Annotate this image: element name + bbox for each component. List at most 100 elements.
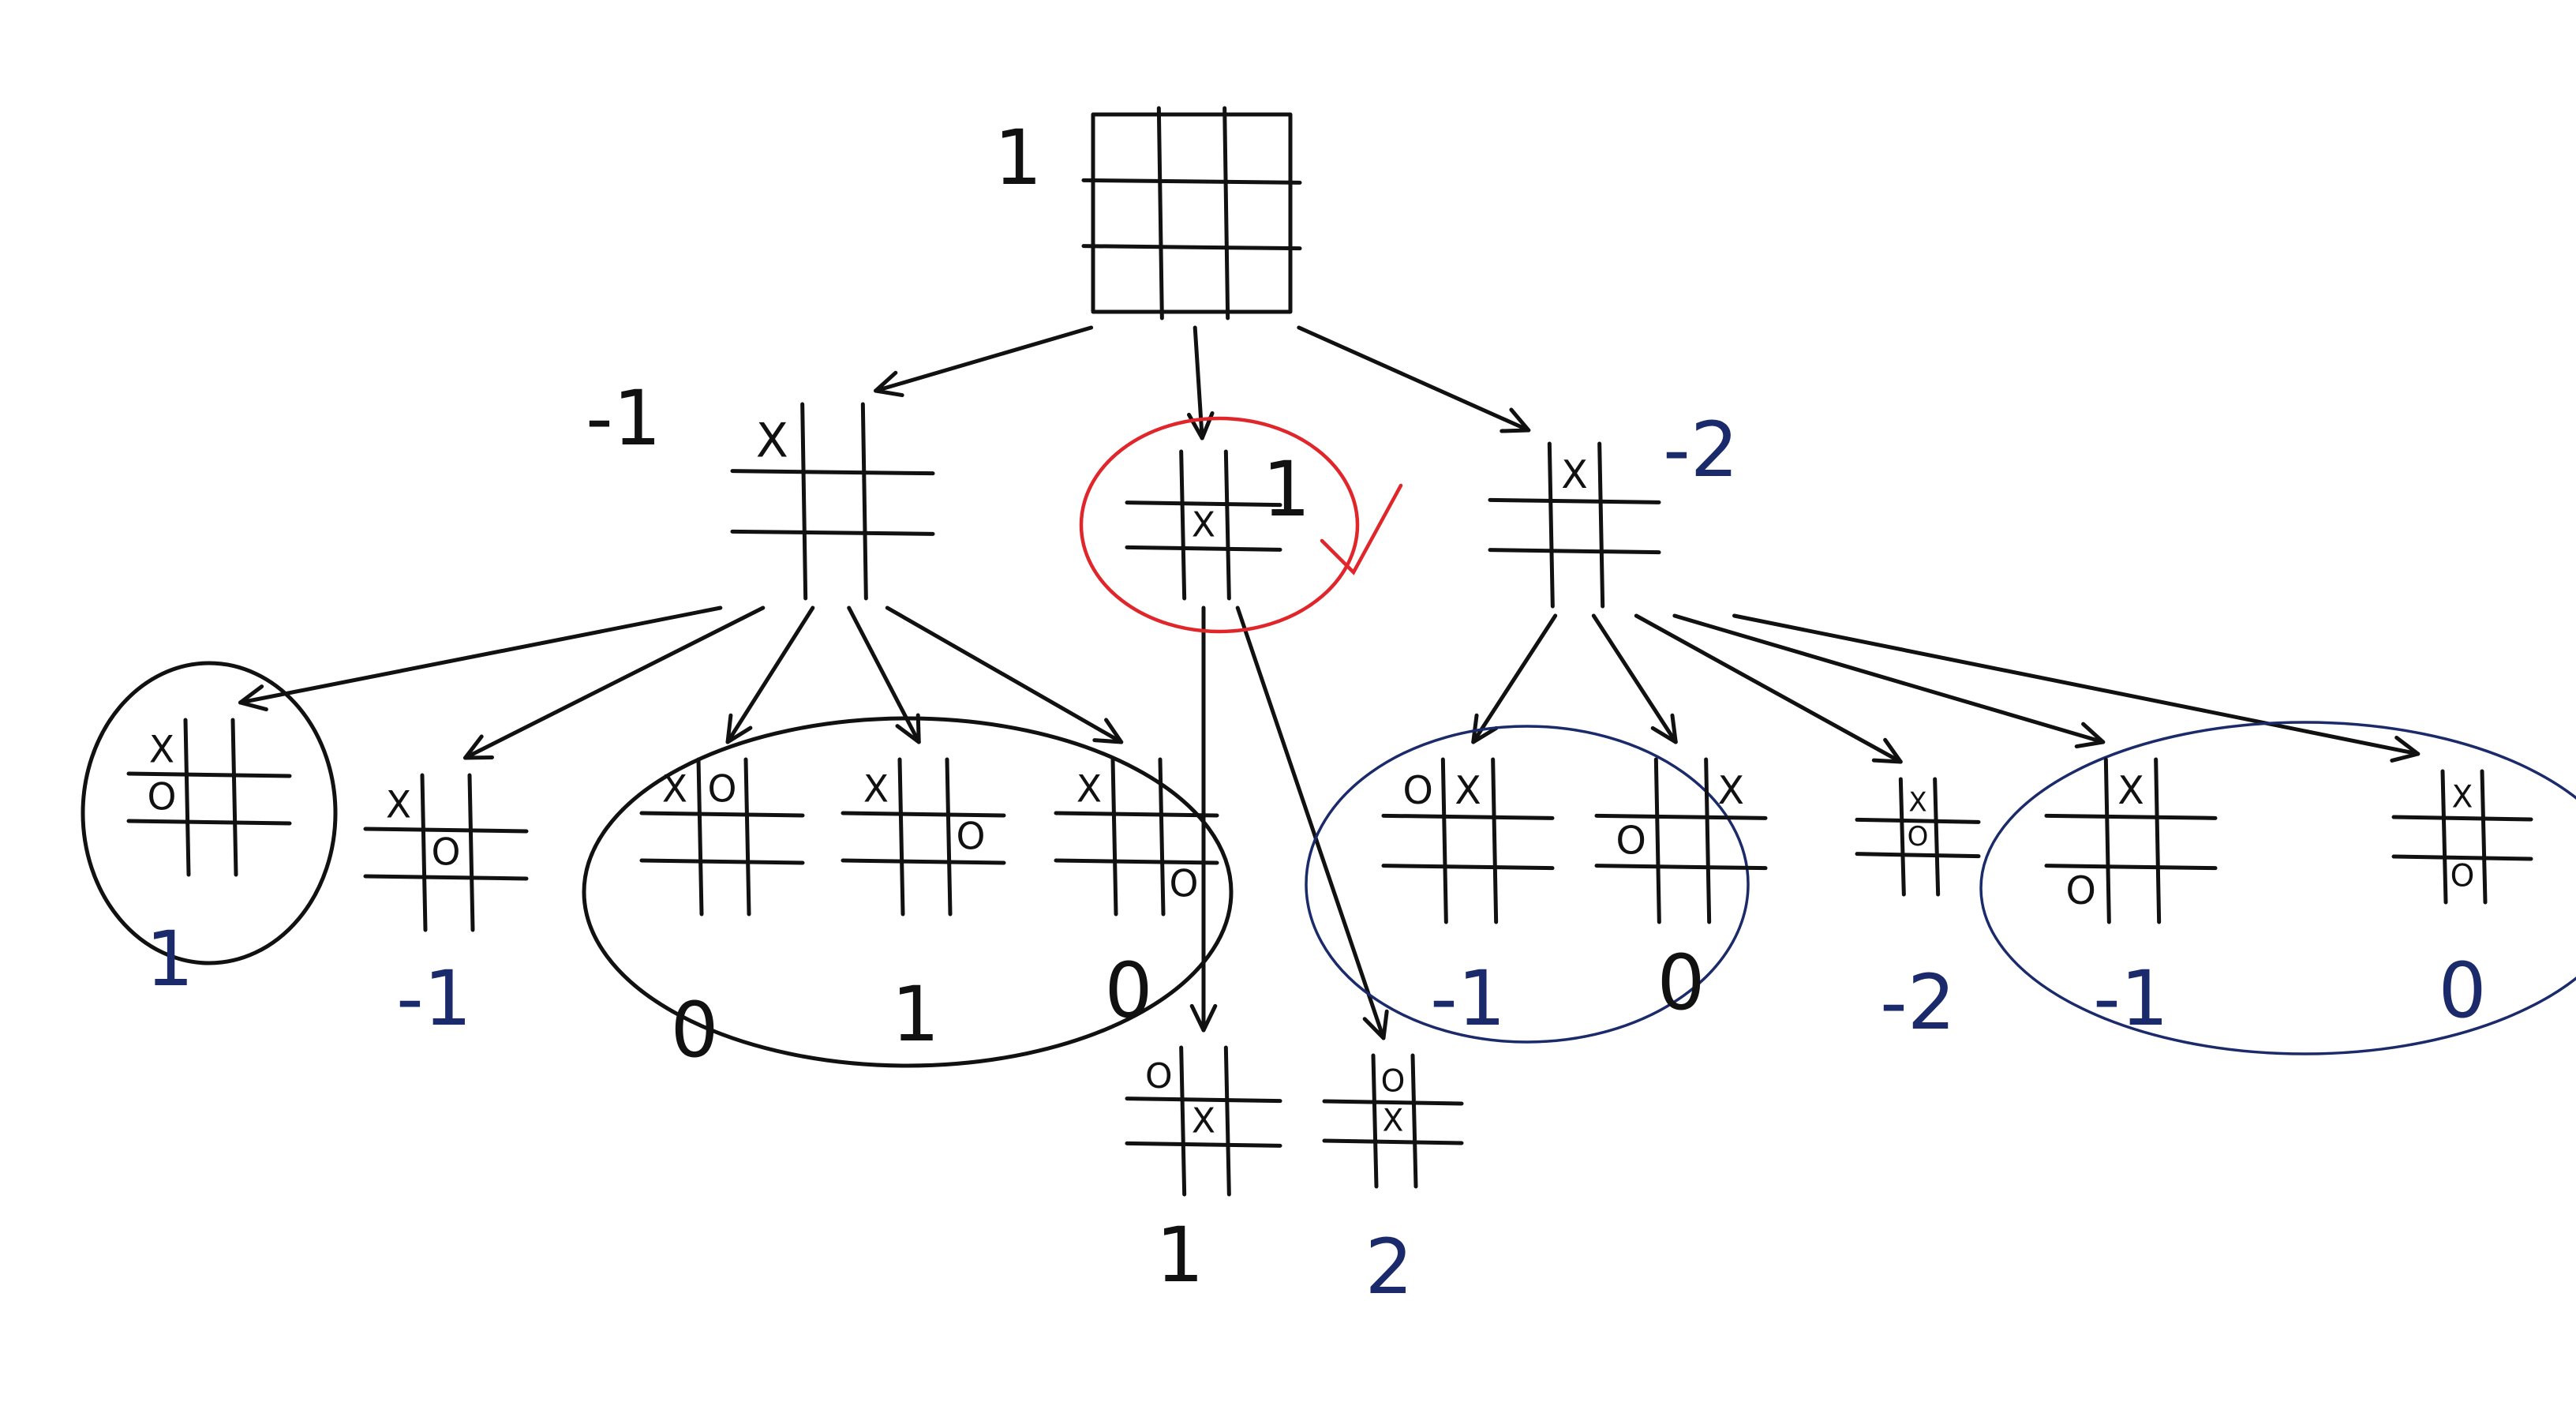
board-c1: XO — [126, 718, 292, 877]
o-mark: O — [1381, 1064, 1406, 1100]
score-c3: 0 — [670, 986, 718, 1074]
grid-line-h — [730, 469, 935, 476]
grid-line-h — [1322, 1099, 1464, 1106]
score-c5: 0 — [1104, 947, 1152, 1035]
board-edge: X — [1488, 441, 1661, 609]
x-mark: X — [662, 768, 687, 812]
edge-arrow — [885, 605, 1124, 744]
score-e2: 0 — [1657, 939, 1705, 1027]
group-circle-edge-b — [1979, 721, 2576, 1055]
grid-line-h — [363, 827, 529, 834]
score-root: 1 — [994, 114, 1042, 202]
o-mark: O — [1616, 819, 1646, 864]
x-mark: X — [2117, 768, 2144, 813]
grid-line-h — [1381, 864, 1555, 871]
edge-arrow — [1591, 613, 1678, 744]
grid-line-v — [1933, 777, 1941, 897]
o-mark: O — [432, 831, 461, 875]
grid-line-h — [1488, 497, 1661, 504]
score-c4: 1 — [891, 970, 939, 1059]
grid-line-h — [2391, 815, 2533, 822]
grid-line-h — [841, 858, 1006, 865]
grid-line-h — [126, 771, 292, 778]
grid-line-v — [1898, 777, 1906, 897]
grid-line-v — [800, 402, 808, 601]
score-c2: -1 — [396, 954, 472, 1043]
edge-arrow — [1235, 605, 1389, 1040]
edge-arrow — [1471, 613, 1558, 744]
grid-line-h — [1488, 548, 1661, 555]
o-mark: O — [1170, 863, 1199, 906]
grid-line-h — [2391, 854, 2533, 861]
edge-arrow — [1672, 613, 2106, 749]
grid-line-v — [467, 773, 475, 932]
grid-line-v — [1491, 757, 1499, 924]
grid-line-h — [1322, 1138, 1464, 1145]
board-e3: XO — [1855, 777, 1981, 897]
o-mark: O — [957, 815, 986, 859]
board-e5: XO — [2391, 769, 2533, 905]
grid-line-v — [1110, 757, 1118, 917]
score-m1: 1 — [1155, 1211, 1204, 1299]
best-move-highlight — [1079, 416, 1360, 634]
grid-line-h — [1054, 858, 1219, 865]
grid-line-v — [230, 718, 238, 877]
grid-line-v — [1440, 757, 1448, 924]
grid-line-h — [1081, 178, 1302, 185]
board-c5: XO — [1054, 757, 1219, 917]
grid-line-h — [1125, 500, 1282, 508]
group-circle-corner-draws — [582, 716, 1234, 1068]
group-circle-c1 — [80, 661, 338, 965]
score-e1: -1 — [1430, 954, 1506, 1043]
edge-arrow — [1634, 613, 1903, 764]
grid-line-h — [1855, 817, 1981, 824]
grid-line-v — [1410, 1053, 1418, 1189]
grid-line-v — [1179, 449, 1187, 601]
x-mark: X — [1192, 505, 1215, 545]
o-mark: O — [1908, 821, 1929, 853]
grid-line-v — [1223, 1045, 1231, 1197]
score-c1: 1 — [145, 915, 193, 1003]
group-circle-edge-a — [1305, 725, 1750, 1044]
o-mark: O — [2451, 859, 2475, 894]
score-corner: -1 — [586, 374, 661, 463]
x-mark: X — [149, 729, 174, 772]
grid-line-v — [1156, 106, 1164, 321]
grid-line-h — [1381, 813, 1555, 820]
grid-line-h — [639, 811, 805, 818]
board-e2: XO — [1594, 757, 1768, 924]
grid-line-v — [2440, 769, 2448, 905]
grid-line-v — [420, 773, 428, 932]
edge-arrow — [1732, 613, 2421, 763]
x-mark: X — [386, 784, 411, 827]
grid-line-h — [1125, 545, 1282, 552]
score-e3: -2 — [1880, 958, 1956, 1047]
grid-line-v — [1179, 1045, 1187, 1197]
board-m2: OX — [1322, 1053, 1464, 1189]
board-frame — [1091, 112, 1293, 314]
grid-line-v — [897, 757, 905, 917]
edge-arrow — [1297, 325, 1531, 433]
group-circles — [80, 416, 2576, 1068]
grid-line-h — [1594, 864, 1768, 871]
grid-line-v — [183, 718, 191, 877]
grid-line-v — [1158, 757, 1166, 917]
x-mark: X — [1718, 768, 1745, 813]
grid-line-v — [1653, 757, 1661, 924]
score-e5: 0 — [2438, 947, 2486, 1035]
x-mark: X — [1455, 768, 1481, 813]
score-edge: -2 — [1663, 406, 1739, 494]
grid-line-v — [1222, 106, 1230, 321]
x-mark: X — [863, 768, 889, 812]
x-mark: X — [1561, 452, 1588, 497]
score-center: 1 — [1262, 445, 1310, 534]
grid-line-h — [2044, 864, 2218, 871]
grid-line-h — [363, 874, 529, 881]
grid-line-h — [639, 858, 805, 865]
x-mark: X — [2452, 780, 2473, 815]
